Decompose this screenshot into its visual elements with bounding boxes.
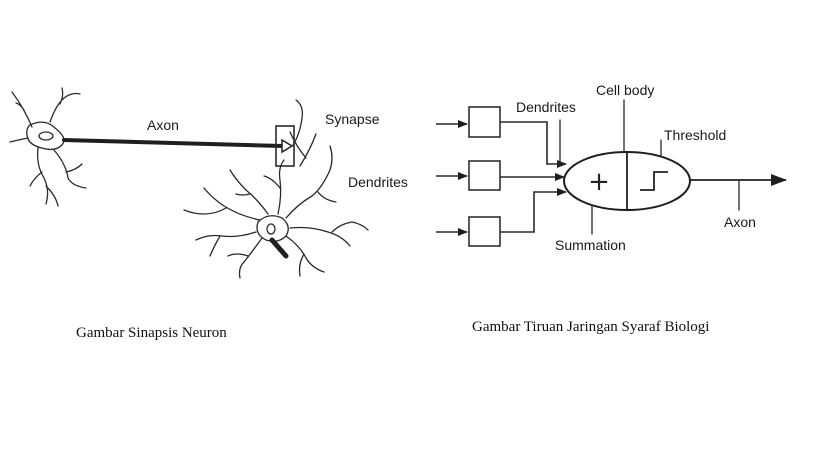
postsynaptic-dendrite — [229, 169, 269, 215]
axon-output-label: Axon — [724, 214, 756, 230]
presynaptic-neuron — [9, 87, 294, 207]
synapse-dendrite — [292, 99, 304, 146]
postsynaptic-dendrite — [183, 187, 261, 221]
right-caption: Gambar Tiruan Jaringan Syaraf Biologi — [472, 319, 709, 335]
presynaptic-dendrite — [49, 87, 81, 123]
postsynaptic-dendrite — [289, 221, 369, 247]
postsynaptic-neuron — [183, 131, 369, 279]
presynaptic-dendrite — [29, 147, 59, 207]
synapse-box — [275, 125, 295, 167]
cell-body-label: Cell body — [596, 82, 654, 98]
weight-box — [468, 106, 501, 138]
weight-box — [468, 160, 501, 191]
postsynaptic-dendrite — [227, 237, 263, 279]
summation-symbol: + — [588, 167, 610, 197]
summation-label: Summation — [555, 237, 626, 253]
threshold-label: Threshold — [664, 127, 726, 143]
postsynaptic-dendrite — [195, 231, 257, 257]
weight-box — [468, 216, 501, 247]
presynaptic-nucleus — [38, 131, 54, 141]
neuron-synapse-figure: Axon Synapse Dendrites Gambar Sinapsis N… — [9, 87, 408, 341]
presynaptic-dendrite — [11, 91, 33, 128]
presynaptic-soma — [26, 121, 65, 151]
postsynaptic-axon — [269, 237, 289, 259]
postsynaptic-dendrite — [289, 131, 317, 167]
postsynaptic-dendrite — [263, 159, 285, 215]
dendrites-label: Dendrites — [348, 174, 408, 190]
postsynaptic-nucleus — [266, 223, 276, 235]
axon-label: Axon — [147, 117, 179, 133]
threshold-step-icon — [640, 171, 668, 191]
synapse-label: Synapse — [325, 111, 380, 127]
artificial-neuron-figure: + Dendrites Cell body Threshold Summatio… — [436, 82, 787, 335]
left-caption: Gambar Sinapsis Neuron — [76, 325, 227, 341]
presynaptic-dendrite — [53, 149, 87, 189]
dendrite-connection — [500, 188, 567, 233]
presynaptic-axon — [62, 138, 284, 148]
dendrite-connection — [500, 121, 567, 168]
postsynaptic-dendrite — [285, 145, 337, 219]
postsynaptic-dendrite — [285, 235, 325, 277]
dendrites-label: Dendrites — [516, 99, 576, 115]
axon-terminal — [281, 138, 294, 154]
presynaptic-dendrite — [9, 137, 29, 143]
